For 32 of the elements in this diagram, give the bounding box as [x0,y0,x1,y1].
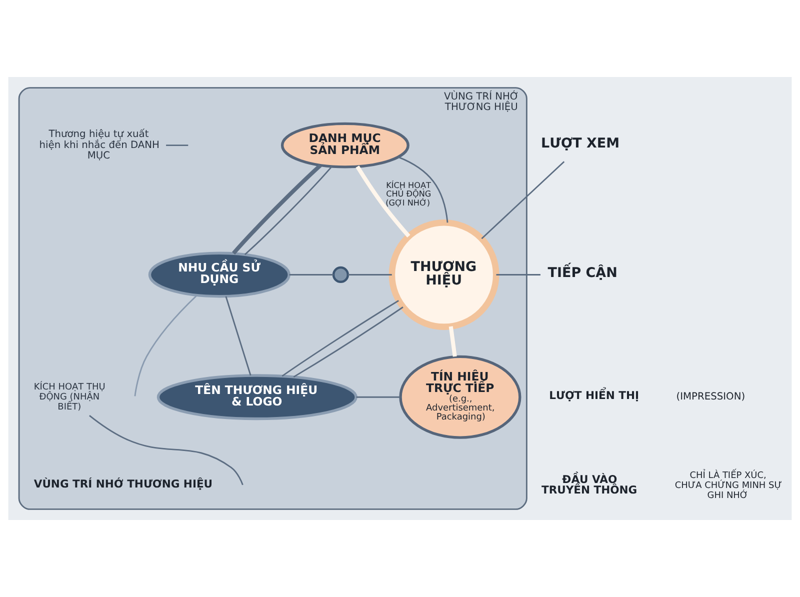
connector [282,300,399,377]
node-ellipse: TÍN HIỆU TRỰC TIẾP (e.g., Advertisement, Packaging) [399,355,522,439]
connector [225,296,252,376]
connector [89,415,244,486]
edge-label: KÍCH HOẠT CHỦ ĐỘNG (GỢI NHỚ) [386,180,432,208]
connector [448,326,457,357]
connector [293,306,404,378]
connector [356,166,410,238]
connector [356,396,400,398]
connector [289,274,334,276]
node-text: Thương hiệu tự xuất hiện khi nhắc đến DANH MỤC [39,129,160,162]
node-label: VÙNG TRÍ NHỚ THƯƠNG HIỆU [34,478,213,491]
connector [481,161,565,240]
label: ĐẦU VÀO TRUYỀN THÔNG [542,472,638,497]
connector [166,144,188,146]
connector [244,166,332,256]
node-text: LƯỢT XEM [541,136,620,152]
connector [134,295,198,396]
node-ellipse: NHU CẦU SỬ DỤNG [148,252,290,298]
label: (IMPRESSION) [676,392,746,403]
connector [232,164,322,255]
node-circle: THƯƠNG HIỆU [388,220,500,330]
node-text: TIẾP CẬN [548,264,618,281]
connector [348,274,392,276]
label: CHỈ LÀ TIẾP XÚC, CHƯA CHỨNG MINH SỰ GHI NHỚ [674,471,782,501]
node-text: KÍCH HOẠT THỤ ĐỘNG (NHẬN BIẾT) [34,382,106,412]
connector [496,274,540,276]
connector [398,156,448,223]
node-ellipse: TÊN THƯƠNG HIỆU & LOGO [156,374,358,420]
node-ellipse: DANH MỤC SẢN PHẨM [280,122,410,168]
node-circle [332,266,350,284]
label: LƯỢT HIỂN THỊ [549,389,639,402]
